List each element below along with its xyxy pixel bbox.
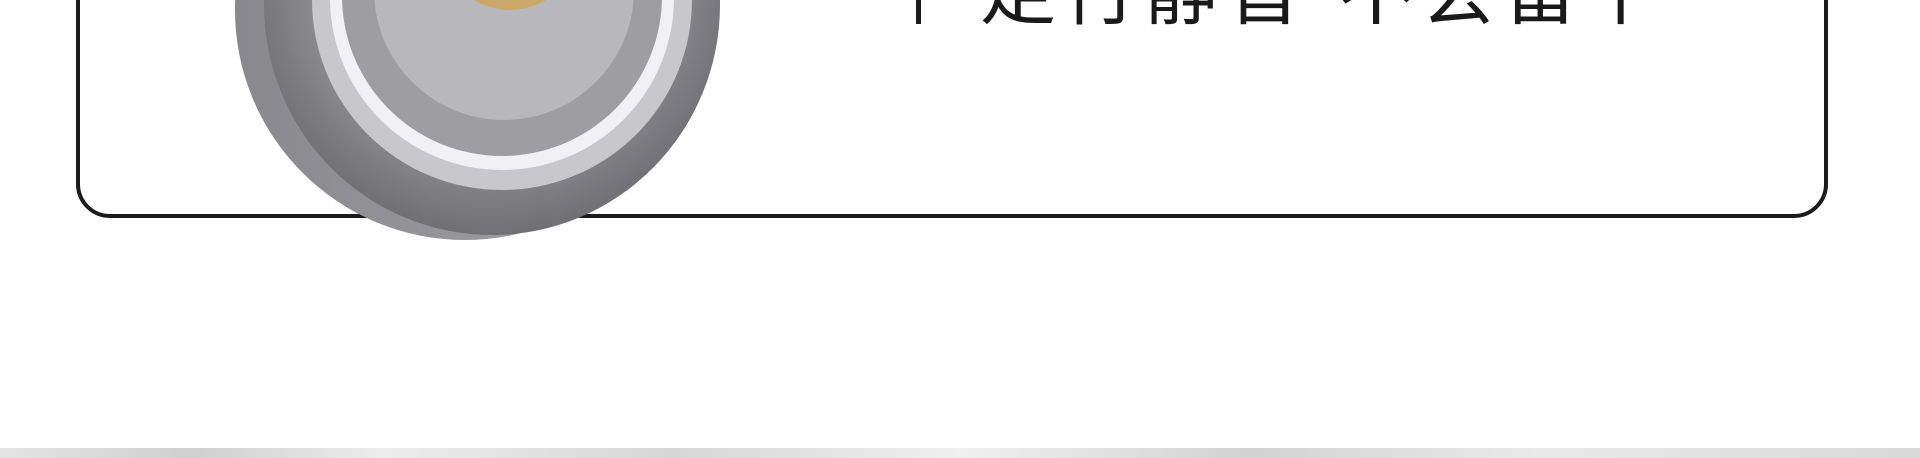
bearing — [473, 0, 547, 10]
bottom-edge-strip — [0, 448, 1920, 458]
product-caption: 走行静音 不会留下 — [980, 0, 1666, 30]
caster-wheel-image — [235, 0, 720, 240]
caption-divider — [916, 0, 921, 24]
hub-plate — [374, 0, 634, 120]
